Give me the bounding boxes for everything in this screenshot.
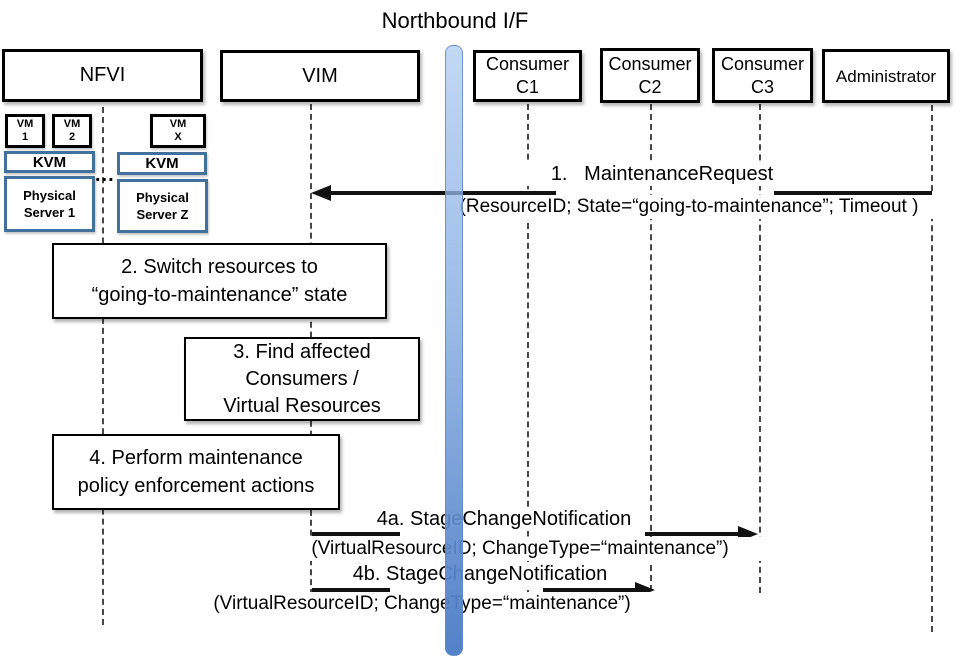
message-4b-params: (VirtualResourceID; ChangeType=“maintena… <box>176 592 668 616</box>
process-3-line1: 3. Find affected <box>233 340 371 363</box>
actor-label-nfvi: NFVI <box>79 64 126 86</box>
physical-serverz-label-line2: Server Z <box>136 207 189 222</box>
message-4b-label: 4b. StageChangeNotification <box>331 562 629 586</box>
kvm2-label: KVM <box>145 155 179 172</box>
vm2-label-line2: 2 <box>68 131 76 143</box>
kvm2-box: KVM <box>117 152 207 175</box>
physical-serverz-label-line1: Physical <box>136 190 189 205</box>
lifeline-nfvi <box>102 107 104 625</box>
message-1-line-left <box>329 191 556 195</box>
process-2-line2: “going-to-maintenance” state <box>91 284 348 306</box>
message-1-line-right <box>774 191 932 195</box>
message-4b-line-right <box>543 588 636 592</box>
actor-box-administrator: Administrator <box>822 49 950 103</box>
northbound-interface-bar <box>445 45 463 656</box>
message-4b-line-left <box>312 588 390 592</box>
kvm1-box: KVM <box>4 151 95 173</box>
vm1-box: VM 1 <box>5 114 45 148</box>
physical-server1-label-line2: Server 1 <box>23 205 76 220</box>
vmx-label-line1: VM <box>169 118 187 130</box>
process-4-line1: 4. Perform maintenance <box>89 447 303 469</box>
vm2-label-line1: VM <box>63 118 81 130</box>
actor-box-vim: VIM <box>220 50 420 102</box>
process-3-line3: Virtual Resources <box>223 394 381 417</box>
process-box-4: 4. Perform maintenance policy enforcemen… <box>52 434 340 510</box>
physical-server1-label-line1: Physical <box>23 188 76 203</box>
message-1-label: 1. MaintenanceRequest <box>517 162 807 186</box>
actor-label-consumer-c3-line2: C3 <box>750 76 774 97</box>
kvm1-label: KVM <box>32 153 67 171</box>
process-2-line1: 2. Switch resources to <box>121 256 318 278</box>
message-4a-label: 4a. StageChangeNotification <box>373 507 635 531</box>
vmx-box: VM X <box>150 114 206 148</box>
actor-box-consumer-c1: Consumer C1 <box>473 50 582 102</box>
message-1-params: (ResourceID; State=“going-to-maintenance… <box>438 195 940 219</box>
actor-label-consumer-c2-line2: C2 <box>638 76 662 97</box>
lifeline-consumer-c2 <box>650 104 652 591</box>
message-4a-params: (VirtualResourceID; ChangeType=“maintena… <box>279 537 761 561</box>
actor-box-nfvi: NFVI <box>2 49 203 102</box>
physical-serverz-box: Physical Server Z <box>117 179 208 233</box>
vm1-label-line1: VM <box>16 118 34 130</box>
actor-label-vim: VIM <box>302 64 338 87</box>
vm1-label-line2: 1 <box>21 131 29 143</box>
actor-box-consumer-c3: Consumer C3 <box>712 48 813 103</box>
process-box-2: 2. Switch resources to “going-to-mainten… <box>52 243 387 319</box>
actor-label-consumer-c1-line2: C1 <box>515 77 539 97</box>
process-4-line2: policy enforcement actions <box>77 475 315 497</box>
lifeline-administrator <box>931 105 933 632</box>
actor-label-administrator: Administrator <box>835 66 937 86</box>
message-4a-line-left <box>312 532 400 536</box>
actor-box-consumer-c2: Consumer C2 <box>600 48 700 103</box>
lifeline-consumer-c3 <box>759 104 761 593</box>
message-4a-line-right <box>645 532 739 536</box>
process-box-3: 3. Find affected Consumers / Virtual Res… <box>184 337 420 421</box>
physical-server1-box: Physical Server 1 <box>4 176 95 232</box>
lifeline-consumer-c1 <box>527 104 529 596</box>
vmx-label-line2: X <box>174 131 182 143</box>
actor-label-consumer-c3-line1: Consumer <box>720 53 805 74</box>
vm2-box: VM 2 <box>52 114 92 148</box>
message-1-arrowhead <box>311 185 331 201</box>
diagram-title: Northbound I/F <box>381 8 529 33</box>
actor-label-consumer-c2-line1: Consumer <box>608 53 692 74</box>
process-3-line2: Consumers / <box>245 367 359 390</box>
actor-label-consumer-c1-line1: Consumer <box>485 54 570 74</box>
nfvi-ellipsis: ... <box>95 164 115 186</box>
